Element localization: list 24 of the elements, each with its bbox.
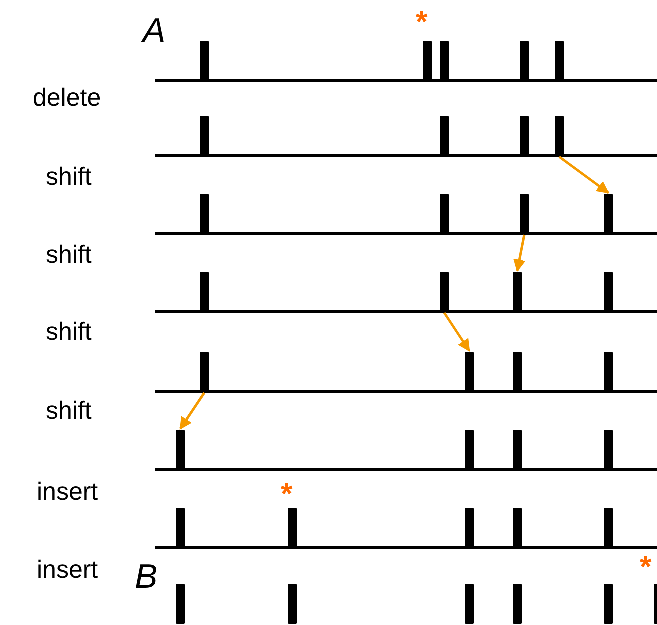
row-label: shift: [46, 399, 92, 424]
spike-bar: [604, 194, 613, 234]
spike-bar: [200, 352, 209, 392]
arrow: [558, 156, 610, 194]
row-label: insert: [37, 558, 98, 583]
asterisk-mark: *: [416, 8, 428, 38]
spike-bar: [513, 272, 522, 312]
spike-bar: [555, 116, 564, 156]
spike-bar: [520, 194, 529, 234]
row-label: shift: [46, 243, 92, 268]
arrow: [514, 234, 526, 272]
row-label: insert: [37, 480, 98, 505]
spike-bar: [176, 430, 185, 470]
row-label: shift: [46, 320, 92, 345]
asterisk-mark: *: [640, 553, 652, 583]
arrow: [443, 312, 471, 352]
spike-bar: [440, 272, 449, 312]
asterisk-mark: *: [281, 480, 293, 510]
row-label: shift: [46, 165, 92, 190]
arrow: [179, 392, 206, 430]
row-label: delete: [33, 86, 102, 111]
panel-letter: B: [135, 560, 158, 594]
panel-letter: A: [143, 14, 166, 48]
spike-bar: [465, 352, 474, 392]
